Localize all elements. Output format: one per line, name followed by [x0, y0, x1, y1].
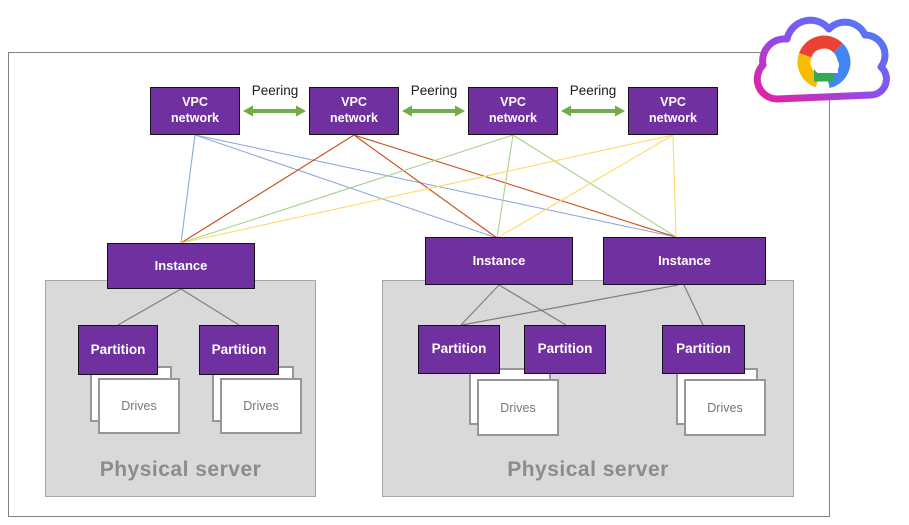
google-cloud-glyph — [797, 35, 851, 88]
peering-label-3: Peering — [569, 83, 617, 98]
drives-label: Drives — [707, 400, 743, 415]
partition-box: Partition — [662, 325, 745, 374]
vpc-network-label: VPC network — [171, 95, 219, 125]
partition-label: Partition — [537, 341, 593, 357]
peering-label-1: Peering — [251, 83, 299, 98]
vpc-network-box-2: VPC network — [309, 87, 399, 135]
drives-label: Drives — [243, 399, 279, 413]
vpc-network-label: VPC network — [649, 95, 697, 125]
instance-box-3: Instance — [603, 237, 766, 285]
instance-label: Instance — [154, 257, 208, 273]
peering-label-2: Peering — [410, 83, 458, 98]
google-cloud-icon — [753, 16, 890, 103]
drives-label: Drives — [500, 400, 536, 415]
physical-server-label: Physical server — [99, 458, 262, 481]
vpc-network-box-1: VPC network — [150, 87, 240, 135]
vpc-network-box-4: VPC network — [628, 87, 718, 135]
partition-box: Partition — [199, 325, 279, 375]
partition-label: Partition — [431, 341, 487, 357]
instance-box-1: Instance — [107, 243, 255, 289]
cloud-outline — [753, 16, 890, 103]
drives-box: Drives — [220, 378, 302, 434]
partition-box: Partition — [78, 325, 158, 375]
instance-box-2: Instance — [425, 237, 573, 285]
instance-label: Instance — [472, 252, 526, 268]
partition-label: Partition — [211, 341, 267, 357]
drives-box: Drives — [477, 379, 559, 436]
partition-box: Partition — [418, 325, 500, 374]
drives-label: Drives — [121, 399, 157, 413]
partition-label: Partition — [90, 341, 146, 357]
vpc-network-label: VPC network — [330, 95, 378, 125]
vpc-network-box-3: VPC network — [468, 87, 558, 135]
vpc-network-label: VPC network — [489, 95, 537, 125]
partition-box: Partition — [524, 325, 606, 374]
drives-box: Drives — [98, 378, 180, 434]
physical-server-label: Physical server — [507, 458, 669, 481]
drives-box: Drives — [684, 379, 766, 436]
partition-label: Partition — [676, 341, 731, 357]
instance-label: Instance — [658, 252, 711, 268]
